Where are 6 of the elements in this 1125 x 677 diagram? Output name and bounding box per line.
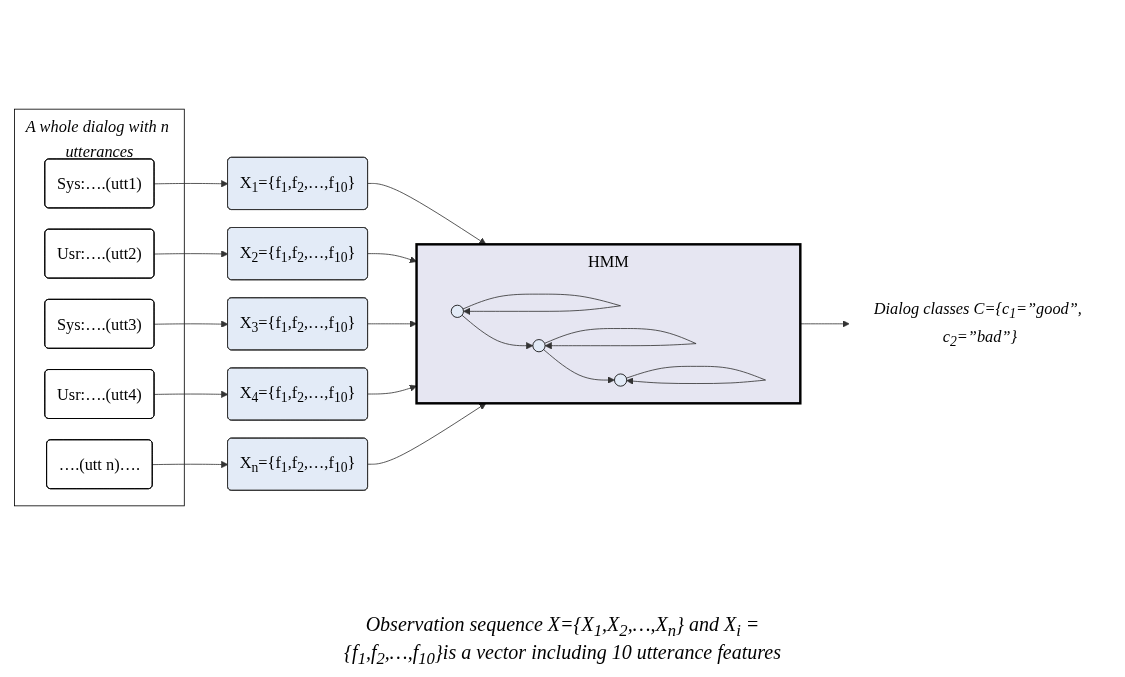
node-text: Dialog classes C={c$_{1}$=”good”, c$_{2}$=”bad”} [873,299,1082,350]
node-circle [532,339,546,353]
node-circle [450,304,464,318]
node-circle [614,373,628,387]
note-text: Observation sequence X={X$_{1}$,X$_{2}$,…,X$_{n}$} and X$_{i}$ ={f$_{1}$,f$_{2}$,…,f$_{10}$}is a vector including 10 utterance features [343,613,782,669]
cluster: HMM [415,243,802,405]
